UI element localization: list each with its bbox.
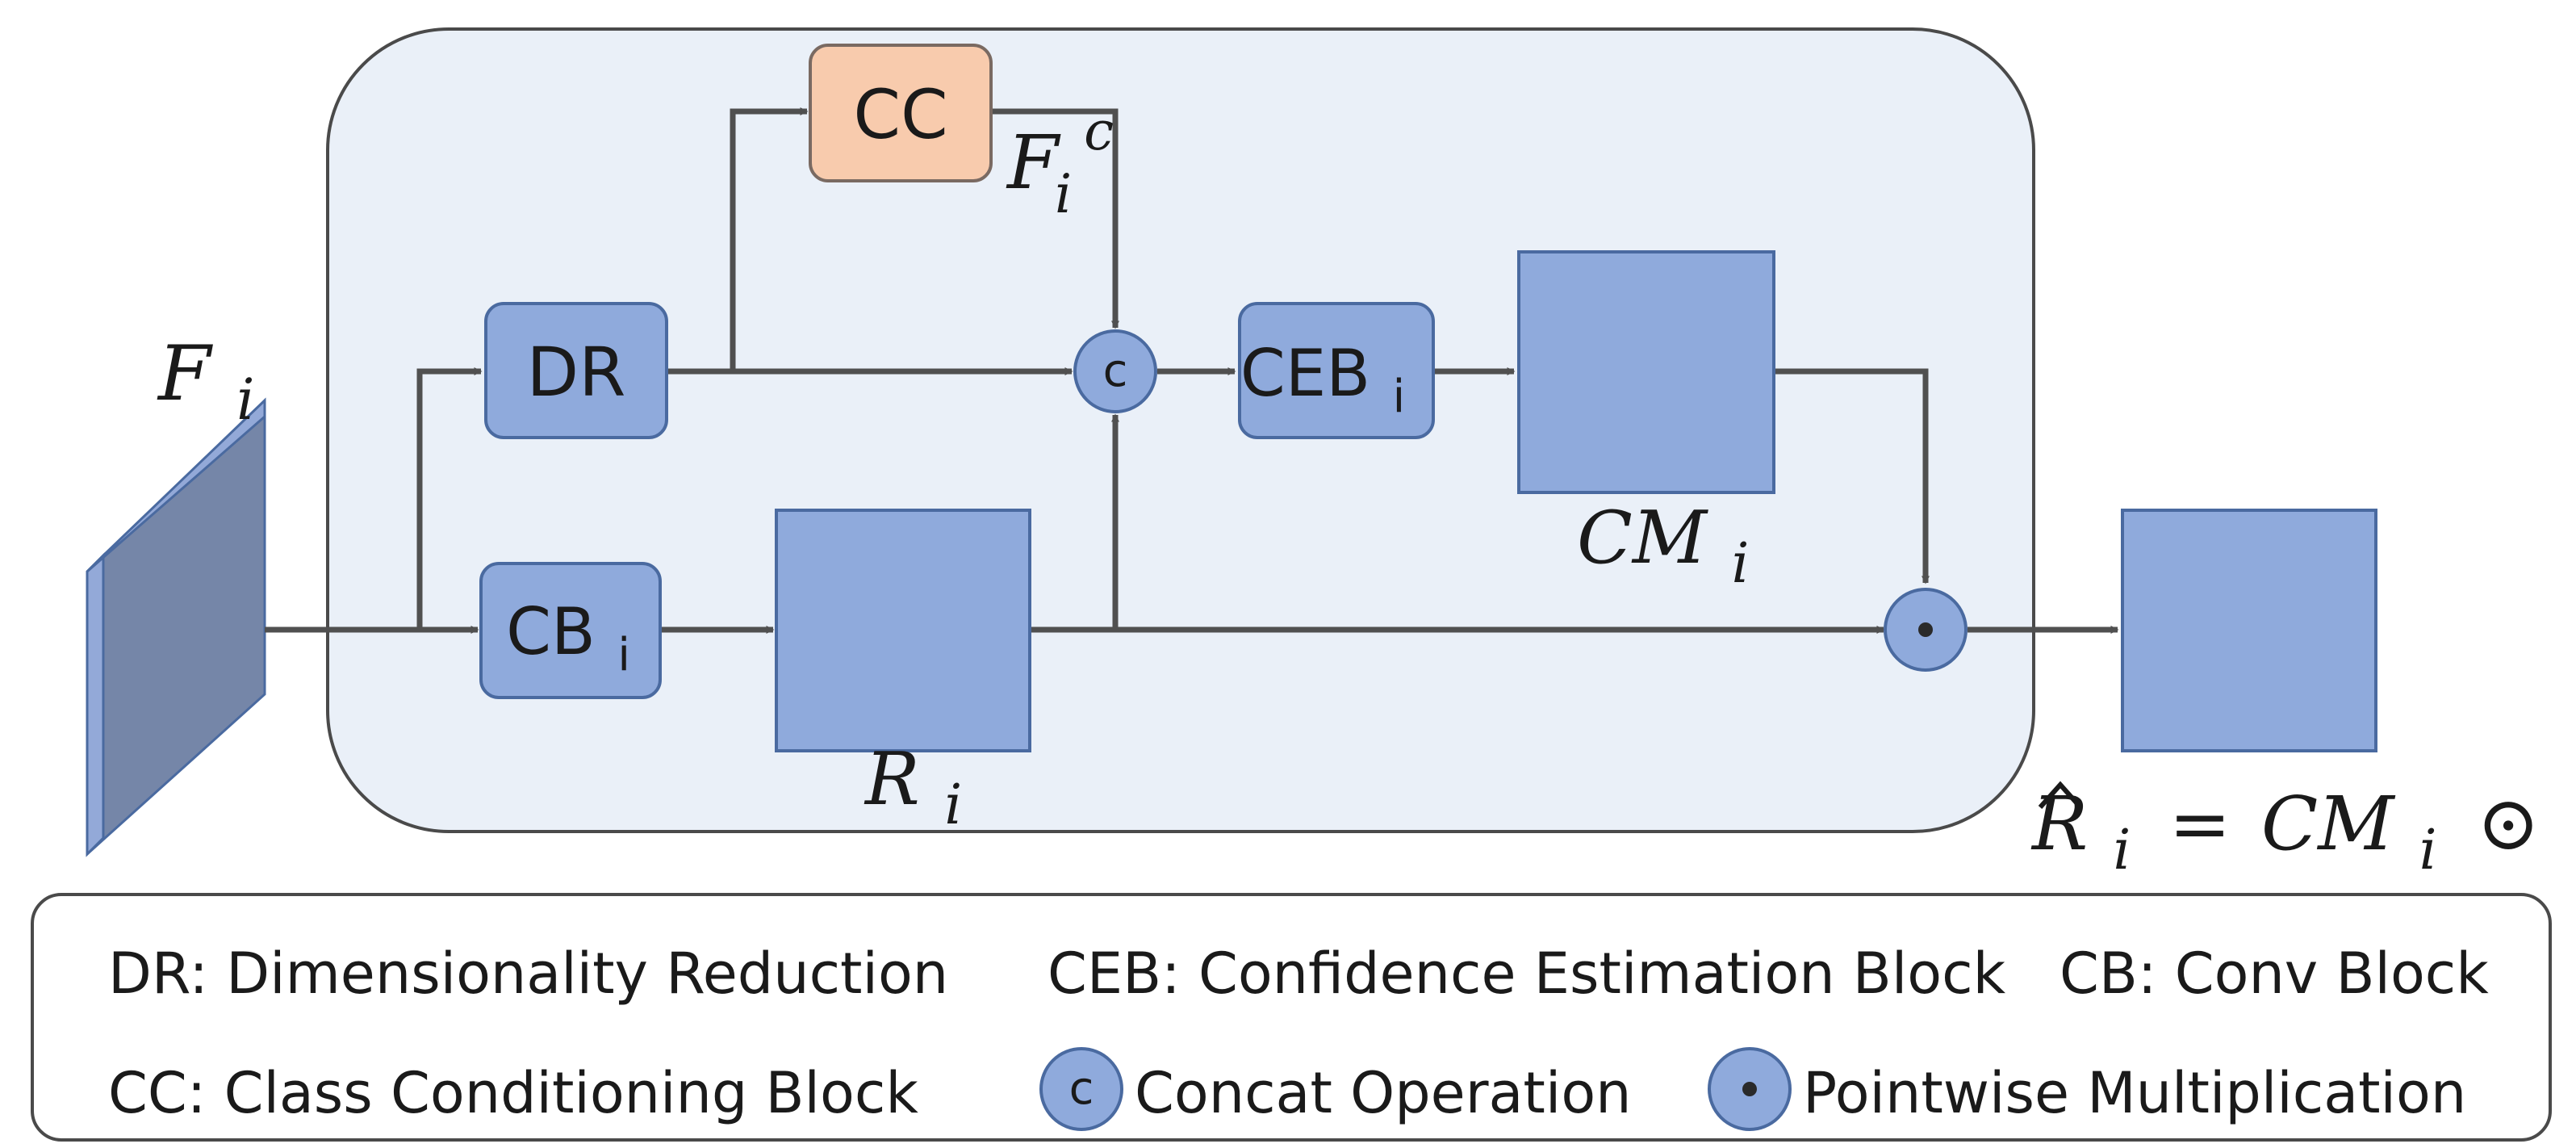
cb-label: CB i: [506, 594, 630, 681]
dr-to-cc: [730, 107, 809, 371]
pointwise-multiplication-operation: [1884, 588, 1968, 672]
legend-ceb: CEB: Confidence Estimation Block: [1048, 941, 2006, 1007]
cb-label-main: CB: [506, 594, 596, 669]
fic-label-main: F: [1006, 119, 1061, 206]
ceb-label: CEB i: [1240, 336, 1405, 423]
dr-label: DR: [526, 333, 625, 412]
output-odot: ⊙: [2477, 780, 2540, 868]
fi-label-main: F: [157, 330, 213, 418]
cb-block: CB i: [479, 562, 662, 699]
input-feature-map: [86, 397, 266, 857]
ri-label-sub: i: [944, 773, 962, 837]
legend-box: [31, 893, 2552, 1142]
cmi-label-main: CM: [1577, 496, 1708, 580]
cmi-label-sub: i: [1732, 532, 1750, 596]
ri-feature-map: [775, 509, 1031, 752]
legend-pointwise-symbol: [1708, 1047, 1792, 1131]
cmi-to-multiply: [1774, 368, 1930, 584]
output-equation: R i = CM i ⊙ R i: [2030, 780, 2576, 886]
ceb-label-main: CEB: [1240, 336, 1370, 411]
cb-label-sub: i: [617, 629, 630, 681]
legend-concat-symbol: c: [1039, 1047, 1123, 1131]
legend: DR: Dimensionality Reduction CEB: Confid…: [31, 893, 2552, 1142]
cmi-feature-map: [1517, 250, 1775, 494]
concat-operation: c: [1073, 329, 1157, 413]
output-r-sub: i: [2114, 819, 2131, 882]
input-branch-dr: [416, 367, 483, 630]
cc-to-concat: [991, 108, 1119, 329]
cc-label: CC: [853, 75, 947, 154]
ri-label-main: R: [864, 737, 920, 822]
dr-block: DR: [484, 302, 668, 439]
legend-dr: DR: Dimensionality Reduction: [108, 941, 948, 1007]
ceb-block: CEB i: [1238, 302, 1435, 439]
fi-label: F i: [157, 330, 255, 433]
cmi-label: CM i: [1577, 496, 1749, 596]
output-cm: CM: [2261, 781, 2396, 867]
ceb-label-sub: i: [1393, 371, 1406, 423]
output-cm-sub: i: [2419, 819, 2437, 882]
legend-pointwise: Pointwise Multiplication: [1803, 1060, 2466, 1126]
cc-block: CC: [809, 44, 993, 182]
output-equation-text: R i = CM i ⊙ R i: [2030, 780, 2576, 886]
concat-label: c: [1103, 345, 1128, 397]
legend-concat-symbol-text: c: [1069, 1062, 1094, 1115]
legend-cc: CC: Class Conditioning Block: [108, 1060, 918, 1126]
output-feature-map: [2121, 509, 2377, 752]
fic-label-sub: i: [1055, 163, 1072, 225]
fic-label: F c i: [1006, 81, 1137, 225]
legend-concat: Concat Operation: [1135, 1060, 1632, 1126]
output-r: R: [2030, 781, 2088, 867]
connection-lines: [265, 107, 2119, 634]
output-hat-icon: [2038, 781, 2083, 809]
fi-label-sub: i: [236, 367, 254, 433]
ri-label: R i: [864, 737, 962, 837]
fic-label-sup: c: [1084, 100, 1114, 162]
legend-cb: CB: Conv Block: [2060, 941, 2489, 1007]
output-equals: =: [2169, 781, 2255, 867]
